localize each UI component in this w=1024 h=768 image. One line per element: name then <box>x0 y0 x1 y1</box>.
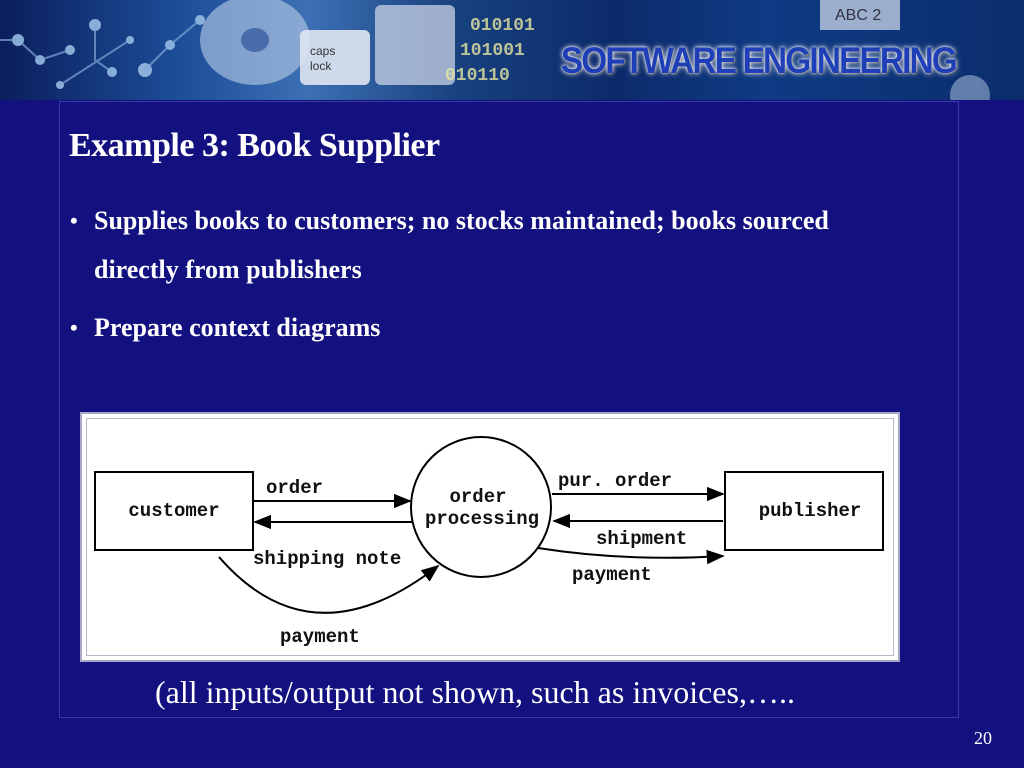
banner-title: SOFTWARE ENGINEERING <box>560 40 958 81</box>
bullet-item: Supplies books to customers; no stocks m… <box>70 196 910 294</box>
publisher-label: publisher <box>759 500 862 522</box>
context-diagram: customer publisher order processing orde… <box>80 412 900 662</box>
svg-text:lock: lock <box>310 59 332 73</box>
publisher-entity-box <box>724 471 884 551</box>
customer-payment-flow-arrow <box>218 556 440 614</box>
diagram-inner-border <box>86 418 894 656</box>
pur-order-flow-label: pur. order <box>558 470 672 492</box>
svg-text:010110: 010110 <box>445 66 510 86</box>
bullet-list: Supplies books to customers; no stocks m… <box>70 196 910 361</box>
page-number: 20 <box>974 728 992 748</box>
process-label-line2: processing <box>425 508 539 530</box>
publisher-payment-flow-label: payment <box>572 564 652 586</box>
shipment-flow-label: shipment <box>596 528 687 550</box>
customer-label: customer <box>128 500 219 522</box>
order-flow-label: order <box>266 477 323 499</box>
slide-title: Example 3: Book Supplier <box>69 127 440 164</box>
svg-text:010101: 010101 <box>470 16 535 36</box>
svg-text:ABC 2: ABC 2 <box>835 7 881 24</box>
customer-payment-flow-label: payment <box>280 626 360 648</box>
diagram-caption: (all inputs/output not shown, such as in… <box>155 674 795 710</box>
svg-text:caps: caps <box>310 44 335 58</box>
customer-entity-box <box>94 471 254 551</box>
keyboard-key <box>300 30 370 85</box>
content-panel <box>59 101 959 718</box>
bullet-item: Prepare context diagrams <box>70 303 910 352</box>
circuit-background: caps lock 010101 101001 010110 ABC 2 <box>0 0 990 100</box>
context-diagram-svg: customer publisher order processing orde… <box>94 436 884 648</box>
header-banner: caps lock 010101 101001 010110 ABC 2 SOFTW… <box>0 0 1024 100</box>
publisher-payment-flow-arrow <box>537 547 725 565</box>
shipping-note-flow-label: shipping note <box>253 548 401 570</box>
svg-text:101001: 101001 <box>460 41 525 61</box>
process-label-line1: order <box>449 486 506 508</box>
